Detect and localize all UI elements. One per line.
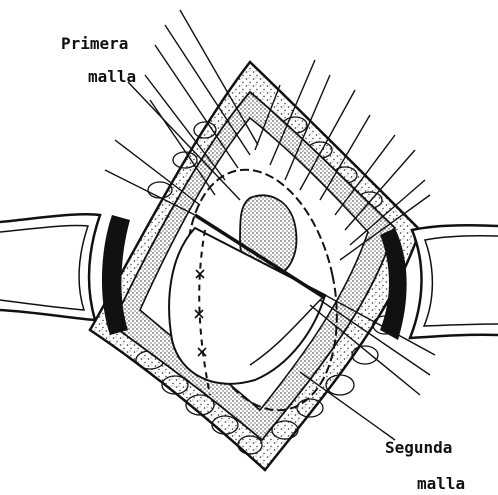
right-retractor bbox=[410, 225, 498, 338]
first-mesh-label-line1: Primera bbox=[61, 36, 128, 52]
second-mesh-label-line2: malla bbox=[417, 476, 465, 492]
first-mesh-label-line2: malla bbox=[88, 69, 136, 85]
second-mesh-label-line1: Segunda bbox=[385, 440, 452, 456]
